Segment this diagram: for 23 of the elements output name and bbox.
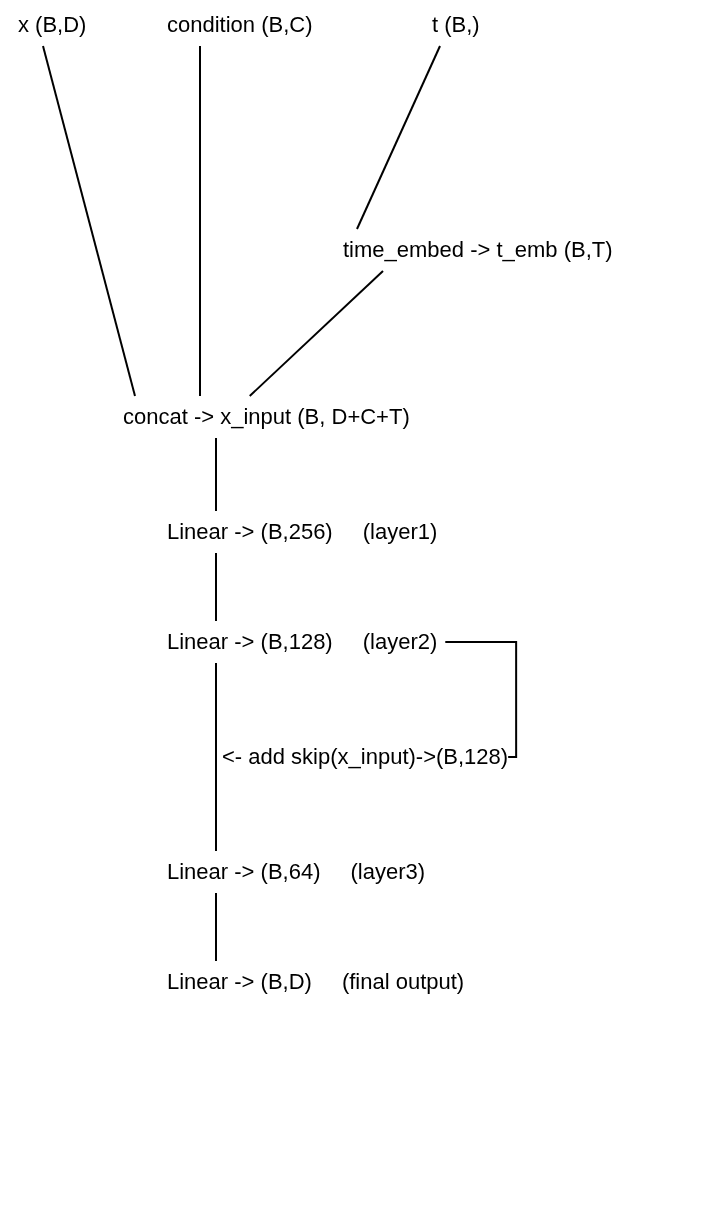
layer-note: (layer1) bbox=[362, 518, 438, 546]
layer-note: (layer3) bbox=[350, 858, 426, 886]
connector-line bbox=[215, 552, 217, 622]
connector-line bbox=[444, 641, 518, 758]
node-label: condition (B,C) bbox=[167, 11, 313, 39]
connector-line bbox=[42, 45, 136, 397]
node-label: Linear -> (B,256) bbox=[167, 518, 333, 546]
layer-note: (final output) bbox=[341, 968, 465, 996]
node-label: Linear -> (B,D) bbox=[167, 968, 312, 996]
node-label: concat -> x_input (B, D+C+T) bbox=[123, 403, 410, 431]
connector-line bbox=[248, 270, 384, 397]
node-label: <- add skip(x_input)->(B,128) bbox=[222, 743, 509, 771]
connector-line bbox=[215, 662, 217, 852]
node-label: time_embed -> t_emb (B,T) bbox=[343, 236, 613, 264]
connector-line bbox=[215, 437, 217, 512]
connector-line bbox=[215, 892, 217, 962]
node-label: Linear -> (B,128) bbox=[167, 628, 333, 656]
layer-note: (layer2) bbox=[362, 628, 438, 656]
connector-line bbox=[356, 45, 441, 230]
node-label: x (B,D) bbox=[18, 11, 87, 39]
node-label: Linear -> (B,64) bbox=[167, 858, 321, 886]
connector-line bbox=[199, 45, 201, 397]
node-label: t (B,) bbox=[432, 11, 480, 39]
